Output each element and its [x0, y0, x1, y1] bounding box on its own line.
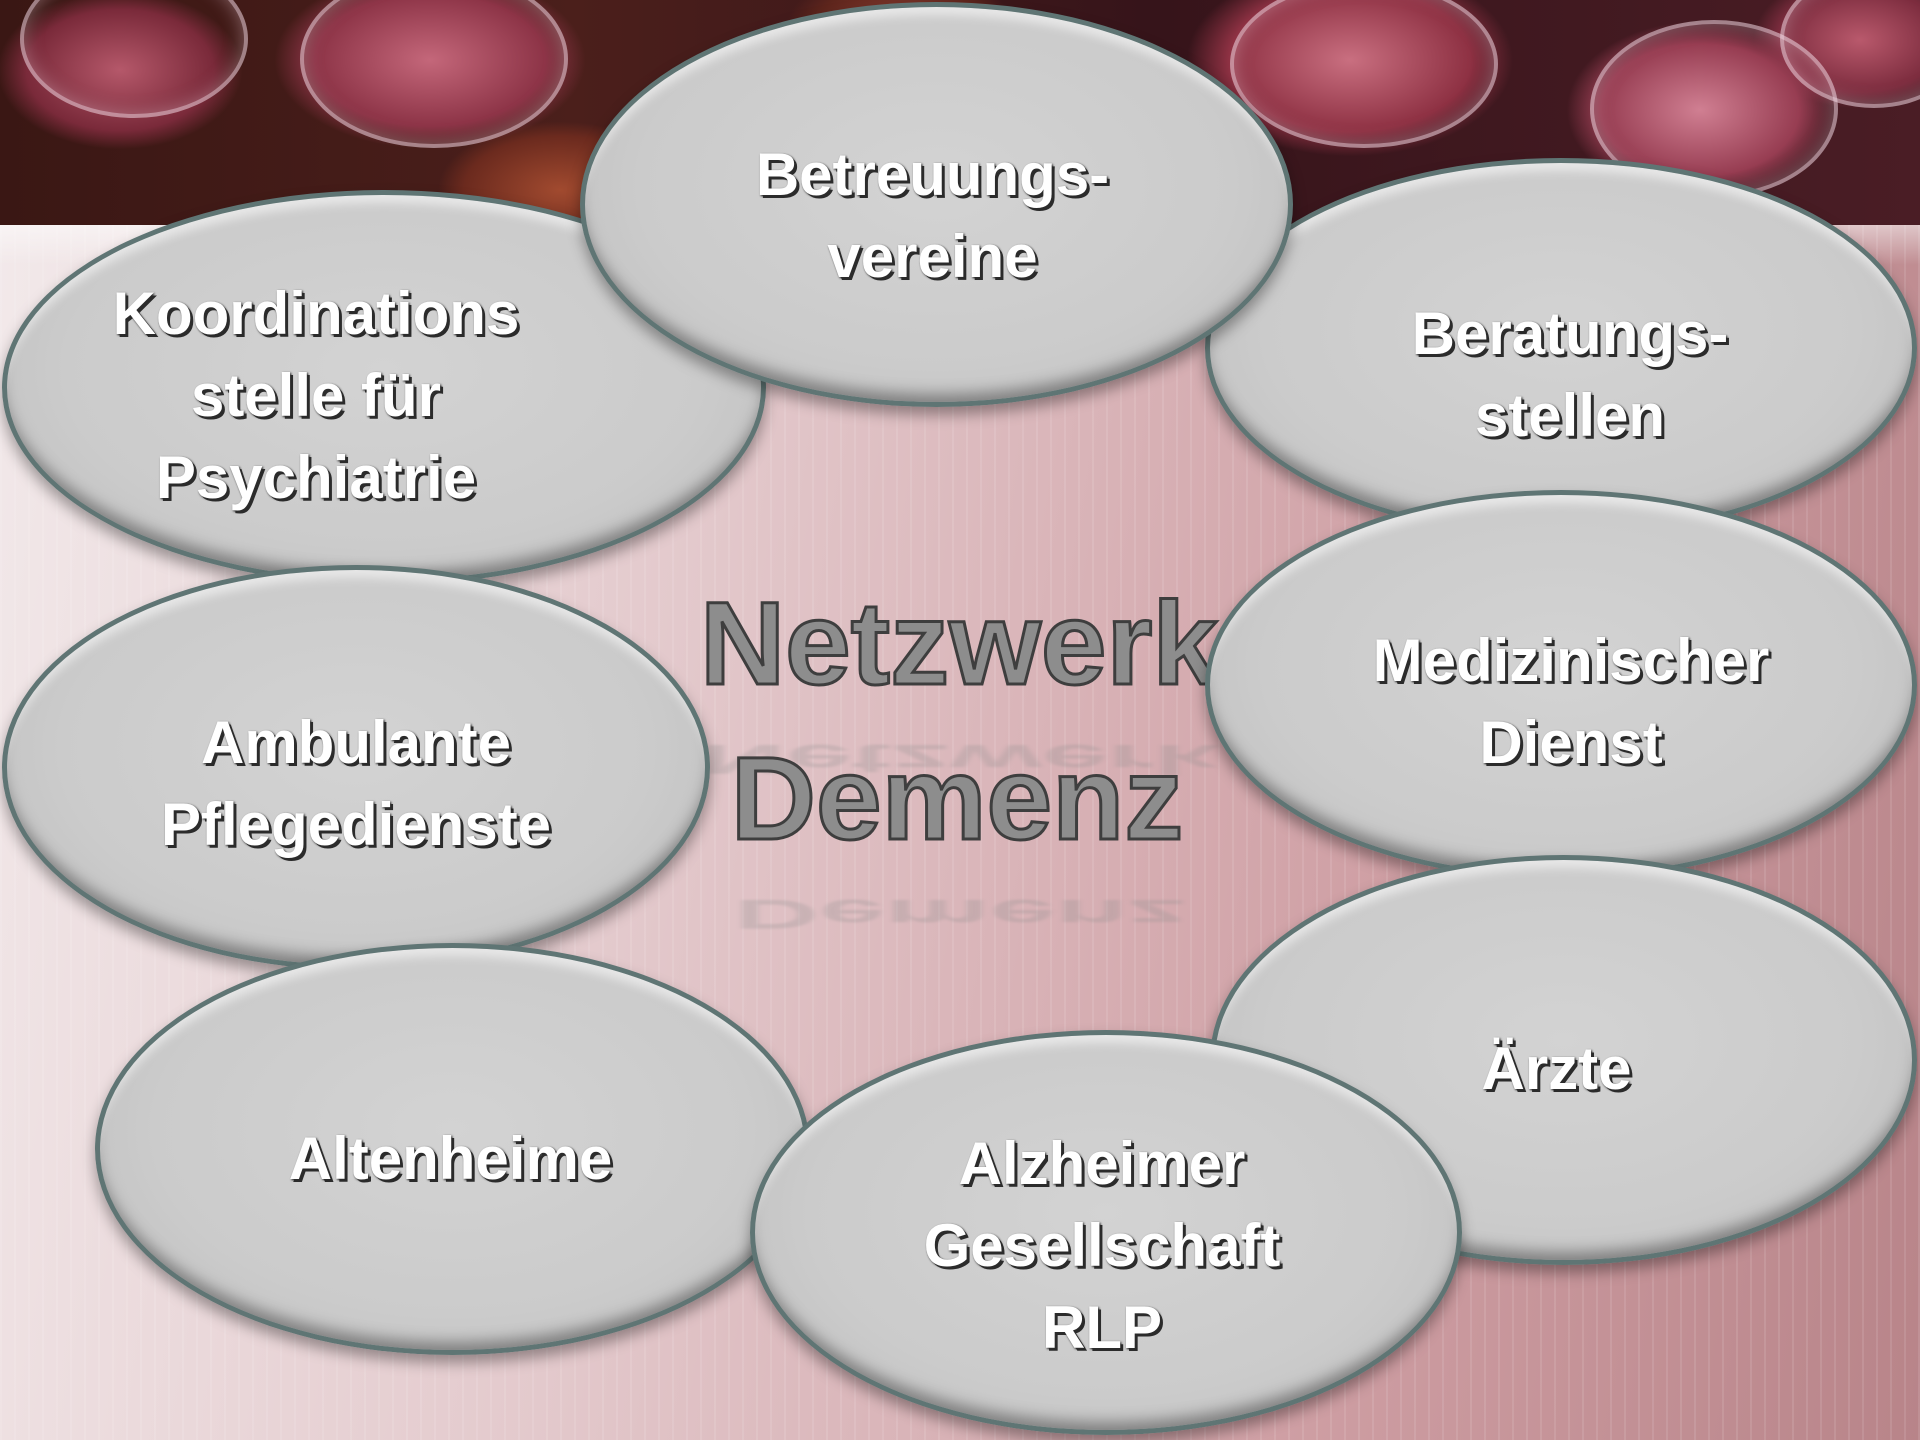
node-label: Medizinischer Dienst — [1372, 627, 1770, 776]
node-betreuungsvereine: Betreuungs- vereine — [580, 2, 1293, 407]
node-label: Ambulante Pflegedienste — [160, 709, 552, 858]
node-altenheime: Altenheime — [95, 943, 810, 1355]
node-label: Beratungs- stellen — [1411, 300, 1729, 449]
node-beratungsstellen: Beratungs- stellen — [1205, 158, 1917, 538]
node-label: Ärzte — [1481, 1035, 1632, 1102]
node-label: Koordinations stelle für Psychiatrie — [112, 280, 520, 511]
node-ambulante-pflegedienste: Ambulante Pflegedienste — [2, 565, 710, 970]
node-label: Betreuungs- vereine — [755, 141, 1110, 290]
leaf-frost-edge — [300, 0, 568, 148]
node-alzheimer-gesellschaft: Alzheimer Gesellschaft RLP — [750, 1030, 1462, 1435]
leaf-frost-edge — [20, 0, 248, 118]
node-koordinationsstelle: Koordinations stelle für Psychiatrie — [2, 190, 766, 585]
title-line1: Netzwerk — [698, 578, 1219, 710]
node-label: Alzheimer Gesellschaft RLP — [923, 1130, 1281, 1361]
node-medizinischer-dienst: Medizinischer Dienst — [1205, 490, 1917, 880]
leaf-frost-edge — [1230, 0, 1498, 148]
title-line2: Demenz — [729, 733, 1184, 865]
node-label: Altenheime — [288, 1125, 613, 1192]
